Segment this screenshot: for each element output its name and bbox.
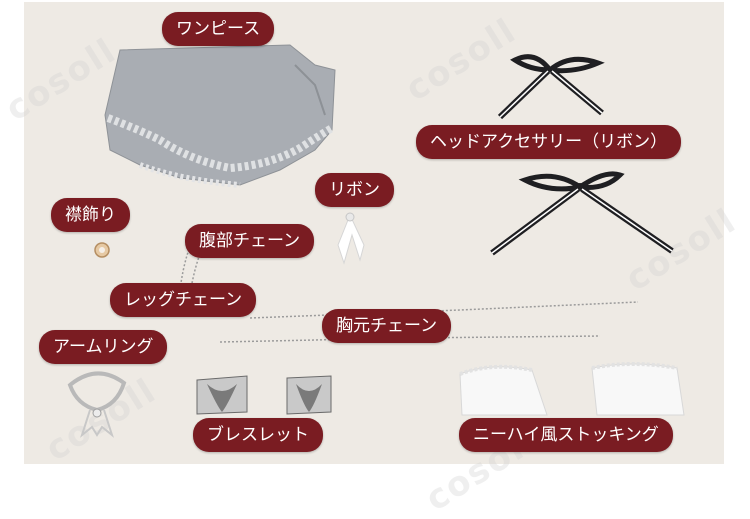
chains-image bbox=[179, 224, 639, 343]
collar-brooch-image bbox=[94, 242, 110, 258]
label-belly-chain: 腹部チェーン bbox=[185, 224, 315, 258]
label-arm-ring: アームリング bbox=[39, 330, 168, 364]
dress-image bbox=[104, 44, 336, 188]
stockings-image bbox=[459, 362, 685, 416]
label-head-accessory: ヘッドアクセサリー（リボン） bbox=[416, 125, 682, 159]
bracelet-left-image bbox=[196, 375, 248, 415]
label-ribbon: リボン bbox=[315, 173, 394, 207]
label-leg-chain: レッグチェーン bbox=[110, 283, 257, 317]
label-bracelet: ブレスレット bbox=[193, 418, 323, 452]
label-chest-chain: 胸元チェーン bbox=[322, 309, 452, 343]
label-collar: 襟飾り bbox=[51, 198, 130, 232]
head-ribbon-bottom-image bbox=[490, 171, 674, 256]
arm-ring-image bbox=[67, 371, 127, 438]
label-stockings: ニーハイ風ストッキング bbox=[459, 418, 673, 452]
white-ribbon-image bbox=[337, 212, 365, 265]
label-dress: ワンピース bbox=[162, 12, 275, 46]
bracelet-right-image bbox=[286, 375, 332, 415]
head-ribbon-top-image bbox=[497, 54, 605, 120]
